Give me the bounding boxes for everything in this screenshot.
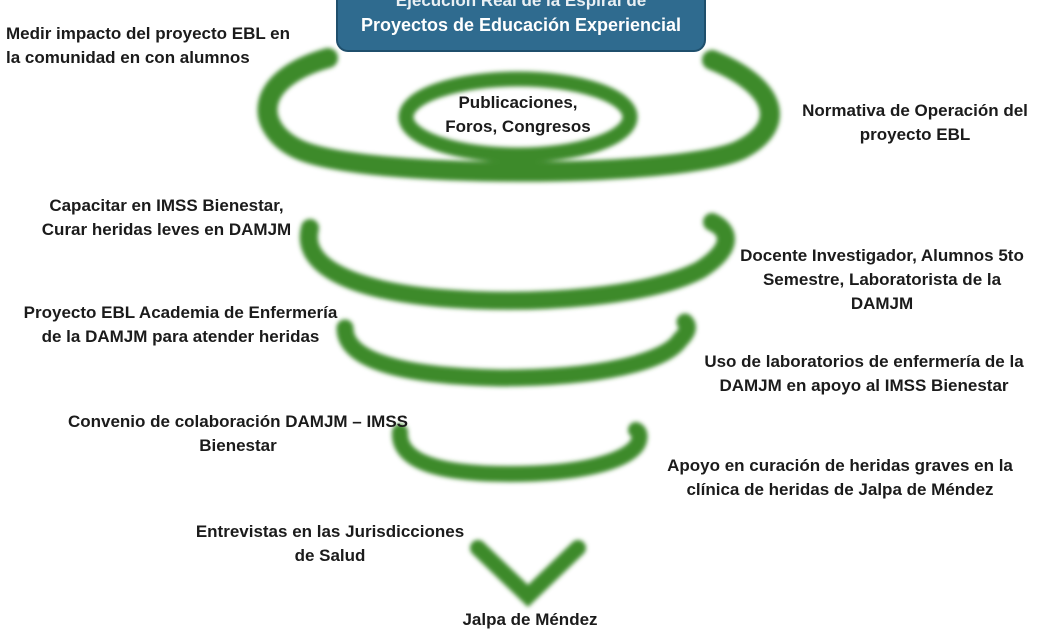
title-line-2: Proyectos de Educación Experiencial [360,15,682,35]
spiral-ring-1 [257,48,780,182]
label-normativa: Normativa de Operación del proyecto EBL [802,101,1028,144]
label-publicaciones: Publicaciones, Foros, Congresos [445,93,591,136]
spiral-ring-3 [336,313,696,387]
spiral-inner-ring [398,71,638,163]
spiral-tip [470,540,586,608]
label-uso-laboratorios: Uso de laboratorios de enfermería de la … [704,352,1024,395]
label-docente: Docente Investigador, Alumnos 5to Semest… [740,246,1024,313]
label-medir-impacto: Medir impacto del proyecto EBL en la com… [6,24,291,67]
title-line-1: Ejecución Real de la Espiral de [395,0,647,10]
spiral-ring-2 [299,213,735,310]
label-proyecto-ebl: Proyecto EBL Academia de Enfermería de l… [23,303,338,346]
label-apoyo-curacion: Apoyo en curación de heridas graves en l… [667,456,1013,499]
title-banner: Ejecución Real de la Espiral de Proyecto… [336,0,706,52]
label-jalpa-de-mendez: Jalpa de Méndez [462,610,598,629]
label-convenio: Convenio de colaboración DAMJM – IMSS Bi… [67,412,409,455]
label-capacitar: Capacitar en IMSS Bienestar, Curar herid… [41,196,292,239]
label-entrevistas: Entrevistas en las Jurisdicciones de Sal… [195,522,465,565]
spiral-ring-4 [392,422,648,483]
